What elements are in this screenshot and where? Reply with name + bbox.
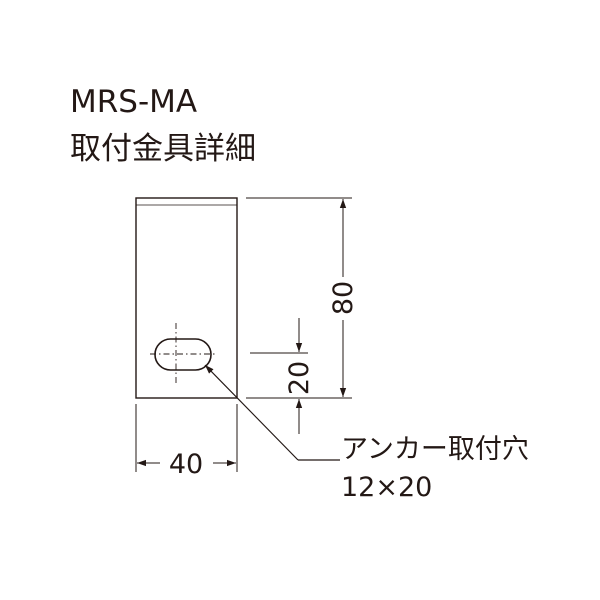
drawing-subtitle: 取付金具詳細 bbox=[70, 131, 256, 167]
callout-size: 12×20 bbox=[341, 472, 432, 503]
model-title: MRS-MA bbox=[70, 84, 198, 120]
height-dimension bbox=[246, 197, 352, 399]
width-dimension-label: 40 bbox=[169, 449, 203, 480]
hole-offset-dimension-label: 20 bbox=[284, 361, 315, 395]
width-dimension bbox=[135, 404, 238, 472]
hole-offset-dimension bbox=[250, 318, 308, 434]
height-dimension-label: 80 bbox=[328, 281, 359, 315]
callout-label: アンカー取付穴 bbox=[341, 434, 529, 465]
anchor-hole bbox=[150, 323, 216, 385]
callout-leader bbox=[204, 364, 340, 461]
